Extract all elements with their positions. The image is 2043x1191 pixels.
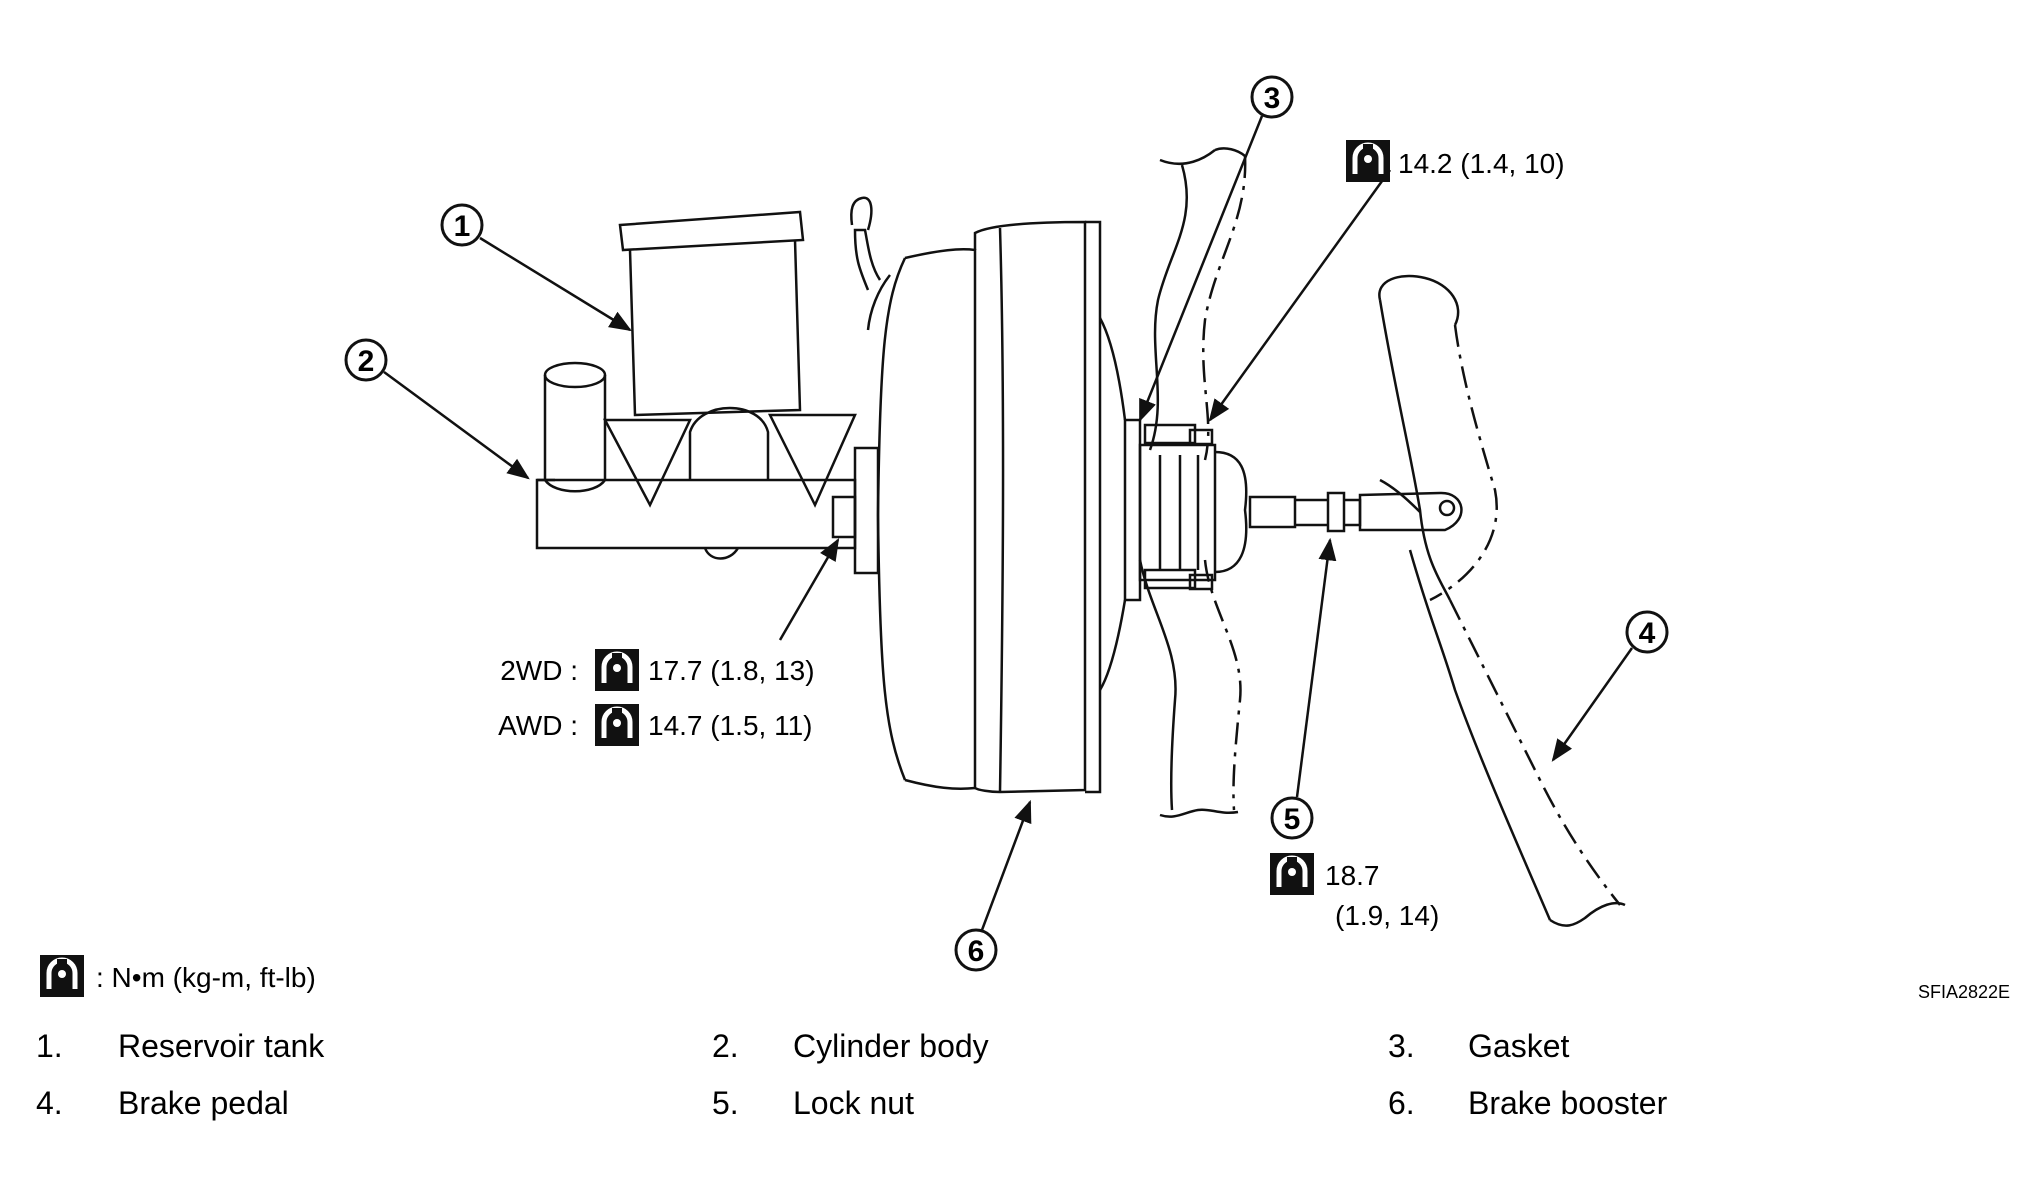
svg-text:3.: 3. bbox=[1388, 1028, 1415, 1064]
svg-text:2.: 2. bbox=[712, 1028, 739, 1064]
svg-text:17.7 (1.8, 13): 17.7 (1.8, 13) bbox=[648, 655, 815, 686]
parts-list-item: 2. Cylinder body bbox=[712, 1028, 989, 1064]
svg-text:2: 2 bbox=[358, 345, 375, 378]
torque-master-cylinder: 2WD : 17.7 (1.8, 13) AWD : 14.7 (1.5, 11… bbox=[498, 649, 815, 746]
svg-text:14.2 (1.4, 10): 14.2 (1.4, 10) bbox=[1398, 148, 1565, 179]
parts-list: 1. Reservoir tank 2. Cylinder body 3. Ga… bbox=[36, 1028, 1668, 1121]
svg-text:Gasket: Gasket bbox=[1468, 1028, 1569, 1064]
callout-4: 4 bbox=[1625, 610, 1669, 654]
master-cylinder-drawing bbox=[535, 210, 857, 560]
svg-text:5.: 5. bbox=[712, 1085, 739, 1121]
svg-text:(1.9, 14): (1.9, 14) bbox=[1335, 900, 1439, 931]
parts-list-item: 3. Gasket bbox=[1388, 1028, 1569, 1064]
parts-list-item: 5. Lock nut bbox=[712, 1085, 914, 1121]
parts-list-item: 4. Brake pedal bbox=[36, 1085, 289, 1121]
svg-text:1.: 1. bbox=[36, 1028, 63, 1064]
svg-text:Lock nut: Lock nut bbox=[793, 1085, 914, 1121]
torque-unit-legend: : N•m (kg-m, ft-lb) bbox=[40, 955, 316, 997]
svg-text:3: 3 bbox=[1264, 82, 1281, 115]
booster-mount-studs bbox=[1123, 418, 1248, 602]
parts-list-item: 1. Reservoir tank bbox=[36, 1028, 325, 1064]
callout-3: 3 bbox=[1250, 75, 1294, 119]
svg-text:5: 5 bbox=[1284, 803, 1301, 836]
callout-6: 6 bbox=[954, 928, 998, 972]
svg-text:14.7 (1.5, 11): 14.7 (1.5, 11) bbox=[648, 710, 812, 741]
torque-wrench-icon bbox=[1270, 853, 1314, 895]
brake-booster-drawing bbox=[850, 196, 1127, 794]
parts-list-item: 6. Brake booster bbox=[1388, 1085, 1668, 1121]
svg-text:Brake pedal: Brake pedal bbox=[118, 1085, 289, 1121]
callout-5: 5 bbox=[1270, 796, 1314, 840]
svg-text:AWD :: AWD : bbox=[498, 710, 578, 741]
svg-text:Brake booster: Brake booster bbox=[1468, 1085, 1668, 1121]
svg-text:1: 1 bbox=[454, 210, 471, 243]
svg-text:Cylinder body: Cylinder body bbox=[793, 1028, 989, 1064]
svg-text:6: 6 bbox=[968, 935, 985, 968]
svg-text:4.: 4. bbox=[36, 1085, 63, 1121]
torque-lock-nut: 18.7 (1.9, 14) bbox=[1270, 853, 1439, 931]
callout-1: 1 bbox=[440, 203, 484, 247]
callout-2: 2 bbox=[344, 338, 388, 382]
svg-text:6.: 6. bbox=[1388, 1085, 1415, 1121]
svg-text:Reservoir tank: Reservoir tank bbox=[118, 1028, 325, 1064]
torque-pushrod: 14.2 (1.4, 10) bbox=[1346, 140, 1565, 182]
svg-text:2WD :: 2WD : bbox=[500, 655, 578, 686]
torque-wrench-icon bbox=[595, 704, 639, 746]
figure-reference-code: SFIA2822E bbox=[1918, 982, 2010, 1002]
torque-wrench-icon bbox=[40, 955, 84, 997]
svg-text:: N•m (kg-m, ft-lb): : N•m (kg-m, ft-lb) bbox=[96, 962, 316, 993]
torque-wrench-icon bbox=[1346, 140, 1390, 182]
brake-pedal-drawing bbox=[1378, 274, 1626, 927]
svg-text:4: 4 bbox=[1639, 617, 1656, 650]
svg-text:18.7: 18.7 bbox=[1325, 860, 1380, 891]
clevis-pushrod bbox=[1248, 491, 1463, 533]
dash-panel-outline bbox=[1138, 147, 1247, 818]
torque-wrench-icon bbox=[595, 649, 639, 691]
